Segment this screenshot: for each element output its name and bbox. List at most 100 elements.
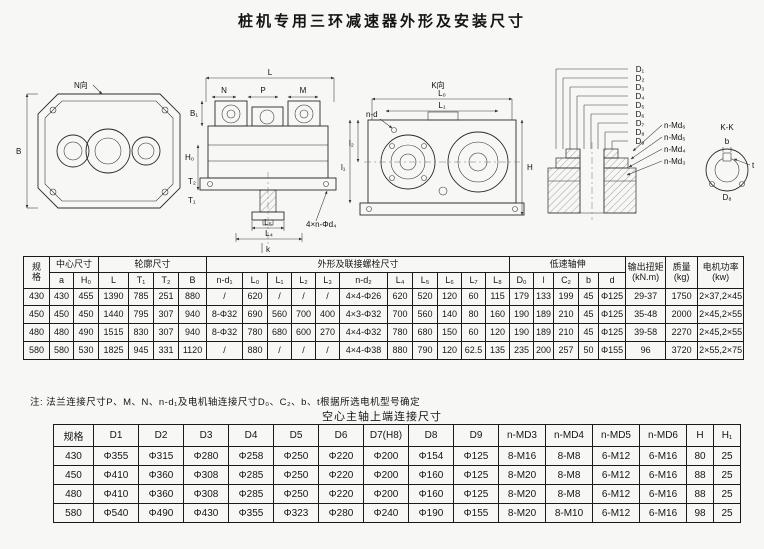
table-cell: 120 (485, 323, 511, 343)
table-cell: 1120 (178, 341, 208, 361)
column-header: L₇ (461, 271, 487, 289)
table-cell: 6-M16 (639, 465, 687, 485)
section-label-kk: K-K (720, 123, 734, 132)
dim-label-l2: l₂ (349, 139, 354, 148)
table-cell: 39-58 (625, 323, 667, 343)
table-cell: 8-M20 (498, 465, 546, 485)
table-cell: 4×4-Φ38 (339, 341, 389, 361)
table-cell: 210 (553, 323, 580, 343)
table-cell: / (267, 341, 293, 361)
table-cell: 450 (72, 305, 100, 325)
table-cell: 150 (437, 323, 463, 343)
table-cell: 560 (412, 305, 439, 325)
table-cell: 1515 (98, 323, 130, 343)
dim-label-key-b: b (725, 137, 730, 146)
column-header: n-d₁ (206, 271, 244, 289)
column-header: T₁ (128, 271, 155, 289)
dim-label-D3: D₃ (635, 83, 644, 92)
table-cell: 4×4-Φ26 (339, 287, 389, 307)
group-header-center: 中心尺寸 (48, 256, 100, 273)
table-cell: Φ410 (93, 484, 139, 504)
footnote: 注: 法兰连接尺寸P、M、N、n-d₁及电机轴连接尺寸D₀、C₂、b、t根据所选… (30, 397, 421, 408)
thread-callout-md6: n-Md₆ (664, 121, 685, 130)
table-cell: 45 (578, 305, 600, 325)
table-cell: 1390 (98, 287, 130, 307)
table-cell: 8-M8 (545, 465, 593, 485)
dim-label-l1: l₁ (341, 163, 346, 172)
table-cell: Φ200 (363, 465, 409, 485)
table-cell: 785 (128, 287, 155, 307)
table-cell: 160 (485, 305, 511, 325)
table-cell: Φ200 (363, 446, 409, 466)
table-cell: / (206, 287, 244, 307)
table-cell: Φ220 (318, 446, 364, 466)
table-cell: 200 (533, 341, 555, 361)
table-cell: Φ155 (453, 503, 499, 523)
n-view-drawing (25, 84, 181, 209)
table-cell: 189 (533, 305, 555, 325)
table-cell: 2×55,2×75 (697, 341, 745, 361)
column-header: C₂ (553, 271, 580, 289)
table-cell: Φ285 (228, 484, 274, 504)
table-cell: 680 (267, 323, 293, 343)
table-cell: 120 (437, 287, 463, 307)
column-header: D1 (93, 424, 139, 447)
column-header: D3 (183, 424, 229, 447)
table-cell: Φ323 (273, 503, 319, 523)
table-cell: 60 (461, 287, 487, 307)
table2-title: 空心主轴上端连接尺寸 (322, 411, 442, 423)
section-view-drawing (547, 68, 751, 220)
table-cell: 331 (153, 341, 180, 361)
table-cell: 62.5 (461, 341, 487, 361)
column-header: n-MD6 (639, 424, 687, 447)
table-cell: 790 (412, 341, 439, 361)
table-cell: 189 (533, 323, 555, 343)
table-cell: 6-M12 (592, 465, 640, 485)
table-cell: Φ308 (183, 465, 229, 485)
table-cell: 580 (53, 503, 94, 523)
table-cell: 235 (509, 341, 535, 361)
table-cell: 780 (242, 323, 269, 343)
table-cell: Φ250 (273, 484, 319, 504)
column-header: l (533, 271, 555, 289)
table-cell: Φ220 (318, 465, 364, 485)
column-header: n-d₂ (339, 271, 389, 289)
column-header: L₄ (387, 271, 414, 289)
group-header-low-speed-shaft: 低速轴伸 (509, 256, 627, 273)
column-header: H (686, 424, 714, 447)
table-cell: 25 (713, 484, 741, 504)
column-header: D7(H8) (363, 424, 409, 447)
table-cell: 80 (461, 305, 487, 325)
column-header: n-MD3 (498, 424, 546, 447)
table-cell: 1825 (98, 341, 130, 361)
table-cell: 88 (686, 465, 714, 485)
hole-callout-label: n-d (366, 110, 378, 119)
table-cell: 530 (72, 341, 100, 361)
table-cell: 620 (242, 287, 269, 307)
table-cell: 2×45,2×55 (697, 305, 745, 325)
dim-label-L5: L₅ (264, 218, 272, 227)
table-cell: 700 (387, 305, 414, 325)
table-cell: 8-M8 (545, 446, 593, 466)
table-cell: 140 (437, 305, 463, 325)
bolt-callout-label: 4×n-Φd₄ (306, 220, 336, 229)
page-title: 桩机专用三环减速器外形及安装尺寸 (237, 13, 526, 30)
table-cell: Φ315 (138, 446, 184, 466)
table-cell: 830 (128, 323, 155, 343)
dim-label-H: H (527, 163, 533, 172)
housing-outline (37, 93, 181, 209)
table-cell: 133 (533, 287, 555, 307)
table-cell: 190 (509, 305, 535, 325)
dim-label-M: M (300, 86, 307, 95)
table-cell: 25 (713, 446, 741, 466)
column-header-power: 电机功率 (kw) (697, 256, 745, 289)
dim-label-T1: T₁ (188, 196, 196, 205)
dim-label-L: L (268, 68, 273, 77)
table-cell: 6-M12 (592, 484, 640, 504)
